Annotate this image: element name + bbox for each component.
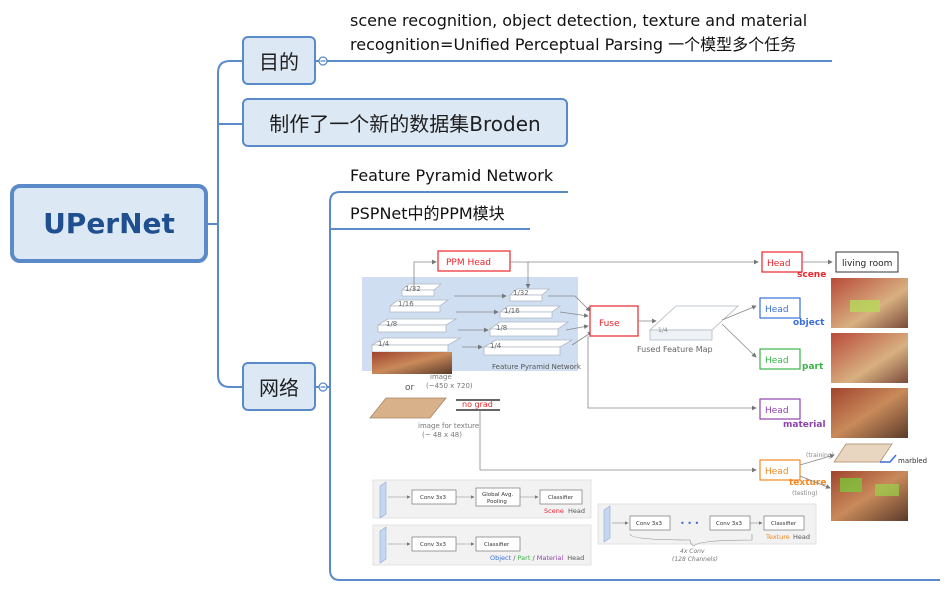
ppm-underline: [340, 228, 530, 230]
fpn-pyramid: [482, 288, 574, 356]
ppm-head-box: [437, 250, 511, 272]
texture-image-size: (~ 48 x 48): [422, 431, 462, 439]
texture-training-map: [833, 443, 893, 463]
material-output: [831, 388, 908, 438]
material-head-label: Head: [765, 406, 789, 416]
part-output: [831, 333, 908, 383]
scene-label: scene: [797, 270, 826, 280]
figure-underline: [340, 579, 940, 581]
root-node[interactable]: UPerNet: [10, 184, 208, 263]
svg-text:1/32: 1/32: [405, 285, 421, 293]
network-item-fpn: Feature Pyramid Network: [350, 166, 554, 185]
four-conv-label: 4x Conv: [680, 548, 705, 555]
fused-map-label: Fused Feature Map: [637, 345, 713, 354]
network-item-ppm: PSPNet中的PPM模块: [350, 204, 505, 223]
input-image: [372, 352, 452, 374]
svg-text:1/16: 1/16: [398, 300, 414, 308]
texture-image: [369, 397, 447, 419]
scene-head-caption: Scene: [544, 507, 564, 515]
scene-head-caption-head: Head: [568, 507, 585, 515]
global-pool-label-2: Pooling: [487, 499, 507, 505]
texture-classifier-label: Classifier: [771, 521, 797, 527]
dataset-label: 制作了一个新的数据集Broden: [269, 112, 541, 136]
svg-text:1/4: 1/4: [658, 327, 668, 334]
fpn-underline: [340, 191, 568, 193]
opm-conv-label: Conv 3x3: [420, 542, 446, 548]
goal-detail-line-1: scene recognition, object detection, tex…: [350, 11, 808, 30]
svg-text:Object / Part /: Object / Part / Material Head: [490, 554, 584, 562]
backbone-pyramid: [370, 283, 462, 353]
ppm-head-label: PPM Head: [446, 258, 491, 268]
living-room-label: living room: [842, 259, 892, 269]
texture-label: texture: [789, 478, 826, 488]
marbled-label: marbled: [898, 457, 927, 465]
svg-text:1/16: 1/16: [504, 307, 520, 315]
root-label: UPerNet: [43, 207, 175, 240]
image-size: (~450 x 720): [426, 382, 473, 390]
scene-classifier-label: Classifier: [548, 495, 574, 501]
fuse-label: Fuse: [599, 319, 620, 329]
scene-conv-label: Conv 3x3: [420, 495, 446, 501]
fuse-box: [589, 305, 639, 337]
texture-head-caption-head: Head: [793, 533, 810, 541]
object-label: object: [793, 318, 825, 328]
living-room-box: [835, 251, 899, 273]
opm-caption-part: Part: [518, 554, 531, 562]
material-label: material: [783, 420, 826, 430]
opm-caption-material: Material: [537, 554, 564, 562]
global-pool-label-1: Global Avg.: [482, 492, 513, 498]
texture-head-caption: Texture: [765, 533, 790, 541]
goal-node[interactable]: 目的: [242, 36, 316, 85]
scene-head-label: Head: [767, 259, 791, 269]
svg-text:1/8: 1/8: [496, 324, 507, 332]
opm-caption-slash-1: /: [513, 554, 516, 562]
texture-conv-label-1: Conv 3x3: [636, 521, 662, 527]
texture-image-label: image for texture: [418, 422, 479, 430]
material-head-box: [759, 398, 801, 420]
part-head-box: [759, 348, 801, 370]
texture-conv-label-2: Conv 3x3: [716, 521, 742, 527]
object-head-box: [759, 297, 801, 319]
texture-dots: • • •: [680, 519, 699, 528]
network-node[interactable]: 网络: [242, 362, 316, 411]
fpn-caption: Feature Pyramid Network: [492, 363, 582, 371]
part-label: part: [802, 362, 824, 372]
training-label: (training): [806, 452, 834, 459]
goal-detail-line-2: recognition=Unified Perceptual Parsing 一…: [350, 35, 797, 54]
image-label: image: [430, 373, 452, 381]
testing-label: (testing): [792, 490, 817, 497]
texture-head-label: Head: [765, 467, 789, 477]
no-grad-label: no grad: [462, 400, 493, 409]
svg-text:1/8: 1/8: [386, 320, 397, 328]
channels-label: (128 Channels): [672, 556, 718, 563]
svg-text:1/4: 1/4: [378, 340, 390, 348]
network-label: 网络: [259, 376, 299, 400]
part-head-label: Head: [765, 356, 789, 366]
or-label: or: [405, 383, 415, 393]
svg-text:1/32: 1/32: [513, 289, 529, 297]
opm-caption-slash-2: /: [532, 554, 535, 562]
svg-text:1/4: 1/4: [490, 342, 502, 350]
opm-classifier-label: Classifier: [484, 542, 510, 548]
goal-detail-underline: [340, 60, 832, 62]
opm-caption-object: Object: [490, 554, 512, 562]
texture-head-box: [759, 459, 801, 481]
opm-caption-head: Head: [567, 554, 584, 562]
object-head-label: Head: [765, 305, 789, 315]
dataset-node[interactable]: 制作了一个新的数据集Broden: [242, 98, 568, 147]
goal-label: 目的: [259, 50, 299, 74]
